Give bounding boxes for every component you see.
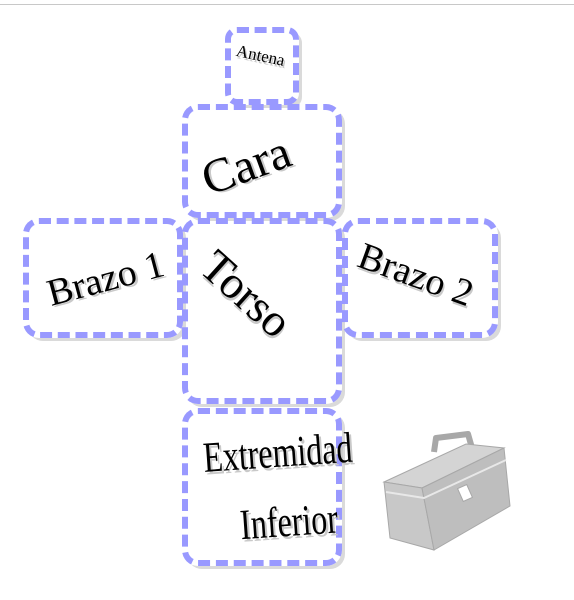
extremidad-inferior-box[interactable]: [182, 408, 342, 566]
extremidad-label-line2: Inferior: [238, 493, 340, 549]
extremidad-label-line1: Extremidad: [201, 422, 354, 482]
torso-box[interactable]: [182, 218, 342, 404]
cara-box[interactable]: [182, 104, 342, 218]
toolbox-icon-graphic: [382, 431, 511, 551]
toolbox-icon[interactable]: [376, 426, 516, 556]
top-divider: [0, 4, 574, 5]
brazo1-box[interactable]: [23, 218, 183, 338]
brazo2-box[interactable]: [342, 218, 498, 338]
antena-box[interactable]: [225, 27, 299, 105]
